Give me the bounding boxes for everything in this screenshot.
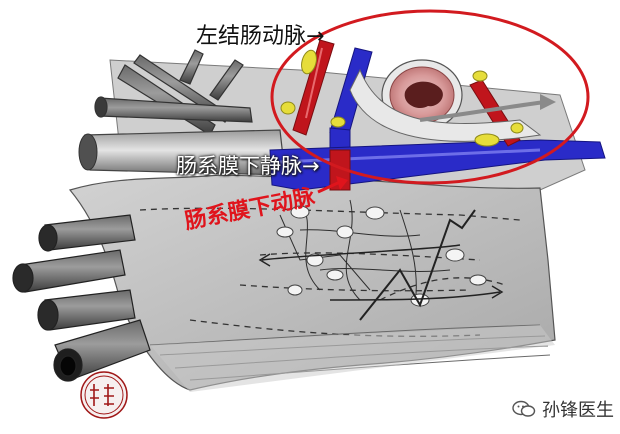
peritoneal-fold: [349, 68, 542, 142]
watermark: 孙锋医生: [512, 396, 614, 422]
sheet-lymph-nodes: [276, 205, 487, 307]
mesentery-lower-fold: [150, 325, 555, 392]
bowel-loops: [12, 214, 151, 382]
watermark-text: 孙锋医生: [542, 400, 614, 421]
inferior-mesenteric-vein-label: 肠系膜下静脉→: [176, 154, 320, 178]
upper-vessel-branches: [94, 49, 253, 136]
red-pointer-arrow: [317, 180, 341, 194]
highlight-ellipse: [270, 9, 590, 185]
yellow-lymph-nodes: [280, 49, 524, 147]
colon-cross-section: [381, 59, 463, 131]
wechat-icon: [512, 400, 536, 417]
left-colic-artery-label: 左结肠动脉→: [196, 24, 325, 49]
direction-arrow: [419, 94, 556, 122]
seal-stamp: [80, 371, 128, 419]
flow-arrows: [258, 209, 504, 321]
